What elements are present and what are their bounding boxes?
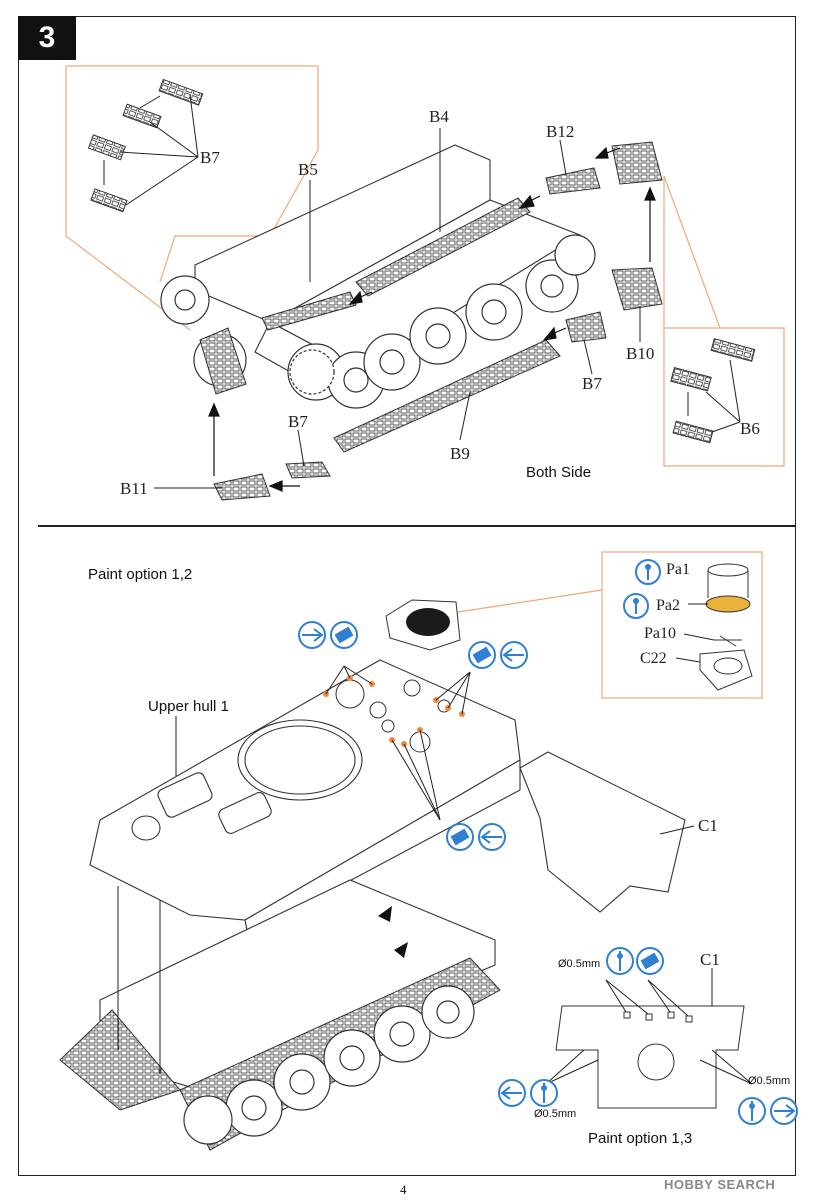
c1-detail	[555, 1005, 745, 1109]
label-c1-main: C1	[698, 816, 718, 835]
b10-b7-parts	[565, 141, 663, 343]
engine-deck	[335, 679, 451, 753]
label-b11: B11	[120, 479, 148, 498]
label-b10: B10	[626, 344, 655, 363]
drill-icon	[606, 947, 664, 975]
label-b7-right: B7	[582, 374, 602, 393]
label-b12: B12	[546, 122, 575, 141]
drill-icon	[738, 1097, 798, 1125]
drop-lines	[117, 716, 695, 1074]
step-badge: 3	[18, 16, 76, 60]
watermark: HOBBY SEARCH	[664, 1177, 776, 1192]
b6-leaders	[687, 359, 741, 433]
glue-icon	[446, 823, 506, 851]
top-leaders	[154, 128, 641, 489]
paint-option-a: Paint option 1,2	[88, 566, 193, 583]
drill-icon	[623, 593, 649, 619]
track-b12	[545, 167, 601, 195]
label-b7-top: B7	[200, 148, 220, 167]
drill-size-2: Ø0.5mm	[534, 1108, 577, 1120]
section-divider	[38, 525, 796, 527]
upper-hull	[89, 659, 521, 936]
glue-leaders	[325, 665, 471, 821]
road-wheels-bottom	[183, 985, 475, 1145]
label-pa2: Pa2	[656, 597, 680, 614]
drill-icon	[298, 621, 358, 649]
b7-links	[87, 78, 204, 213]
page-number: 4	[400, 1182, 407, 1197]
label-b5: B5	[298, 160, 318, 179]
drill-size-1: Ø0.5mm	[558, 958, 601, 970]
c1-detail-leaders	[545, 968, 753, 1085]
cement-icon	[468, 641, 528, 669]
detail-parts	[699, 563, 753, 691]
b6-links	[670, 338, 756, 444]
drill-size-3: Ø0.5mm	[748, 1075, 791, 1087]
track-b9	[333, 339, 561, 453]
page-frame	[18, 16, 796, 1176]
detail-leaders	[675, 603, 715, 663]
both-side-note: Both Side	[526, 464, 592, 481]
callout-box-b6	[663, 175, 785, 467]
remove-icon	[498, 1079, 558, 1107]
track-b11	[199, 327, 271, 501]
drill-icon	[635, 559, 661, 585]
label-c1-detail: C1	[700, 950, 720, 969]
cupola-part	[385, 599, 461, 651]
top-arrows	[208, 146, 656, 492]
callout-box-paint	[601, 551, 763, 699]
label-b6: B6	[740, 419, 760, 438]
label-pa1: Pa1	[666, 561, 690, 578]
label-pa10: Pa10	[644, 625, 676, 642]
track-b7-bottom	[285, 461, 331, 479]
label-b4: B4	[429, 107, 449, 126]
bottom-arrows	[378, 906, 408, 958]
label-c22: C22	[640, 650, 667, 667]
paint-option-b: Paint option 1,3	[588, 1130, 693, 1147]
upper-hull-label: Upper hull 1	[148, 698, 229, 715]
b7-leaders	[103, 94, 199, 206]
label-b7-bottom: B7	[288, 412, 308, 431]
plate-c1	[519, 751, 686, 913]
track-b4	[261, 197, 531, 331]
label-b9: B9	[450, 444, 470, 463]
